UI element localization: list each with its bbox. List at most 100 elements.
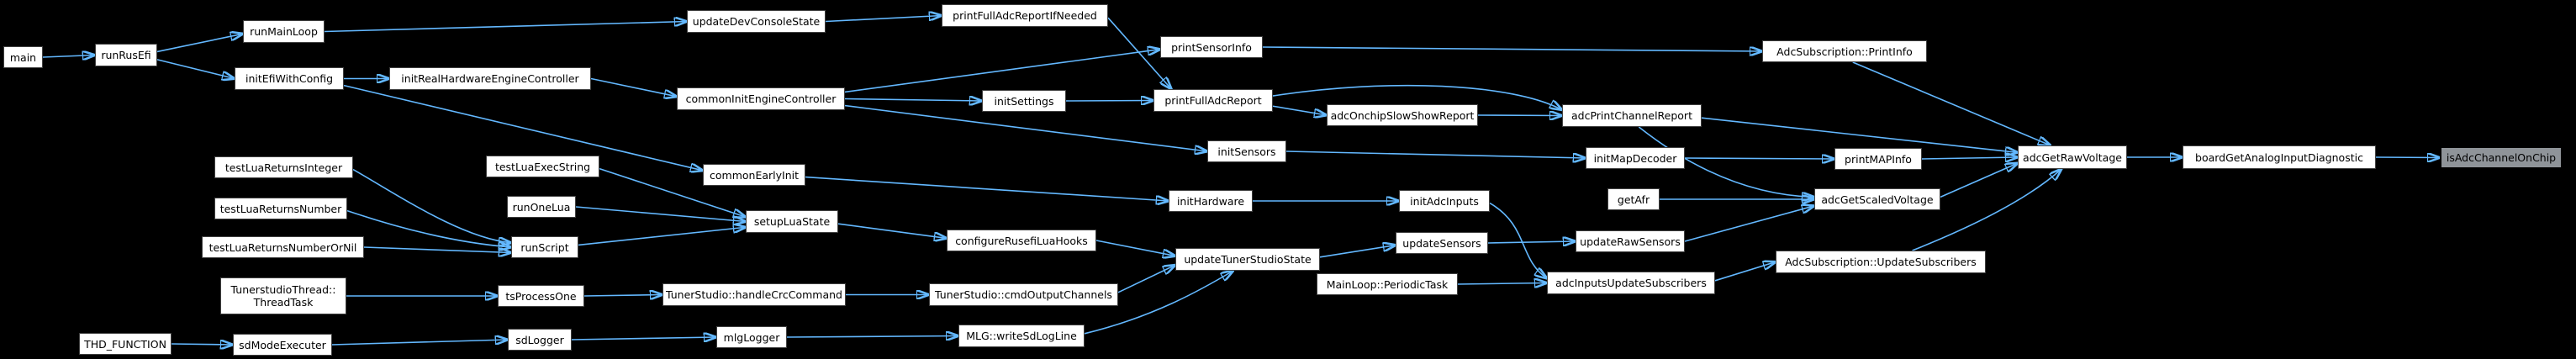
node-initefiwithconfig[interactable]: initEfiWithConfig [235,67,344,90]
node-label: initEfiWithConfig [245,72,334,85]
node-label: runRusEfi [101,49,151,61]
node-sdmodeexecuter[interactable]: sdModeExecuter [233,334,332,356]
node-label: TunerStudio::handleCrcCommand [666,288,842,301]
node-label: sdModeExecuter [239,338,326,351]
node-label: runScript [520,240,569,254]
edge-runonelua--setupluastate [575,206,746,222]
node-label: printFullAdcReportIfNeeded [953,9,1097,22]
node-commoninitenginecontroller[interactable]: commonInitEngineController [677,87,845,110]
node-label: printMAPInfo [1845,152,1912,166]
node-mainloop-periodictask[interactable]: MainLoop::PeriodicTask [1317,273,1458,295]
edge-printmapinfo--adcgetrawvoltage [1921,157,2018,159]
node-label: mlgLogger [723,330,780,344]
node-adcgetrawvoltage[interactable]: adcGetRawVoltage [2018,145,2127,169]
node-initsensors[interactable]: initSensors [1207,140,1286,162]
node-adcsubscription-updatesubscribers[interactable]: AdcSubscription::UpdateSubscribers [1776,251,1986,273]
edge-configurerusefiluahooks--updatetunerstudiostate [1095,240,1175,256]
node-label: isAdcChannelOnChip [2446,151,2557,164]
node-updatedevconsolestate[interactable]: updateDevConsoleState [687,10,826,33]
node-label: runMainLoop [250,25,318,38]
node-initrealhardwareenginecontroller[interactable]: initRealHardwareEngineController [389,67,591,90]
node-label: boardGetAnalogInputDiagnostic [2195,150,2363,164]
node-isadcchannelonchip[interactable]: isAdcChannelOnChip [2440,146,2563,169]
node-label: initHardware [1176,194,1245,208]
node-tunerstudio-cmdoutputchannels[interactable]: TunerStudio::cmdOutputChannels [929,283,1118,306]
node-main[interactable]: main [3,46,43,68]
node-updatesensors[interactable]: updateSensors [1396,232,1488,254]
edge-adcgetscaledvoltage--adcgetrawvoltage [1940,163,2018,198]
edge-testluareturnsnumber--runscript [346,209,511,247]
node-adcprintchannelreport[interactable]: adcPrintChannelReport [1562,104,1702,127]
edge-setupluastate--configurerusefiluahooks [837,223,947,238]
edge-initefiwithconfig--commonearlyinit [343,84,703,171]
node-printmapinfo[interactable]: printMAPInfo [1834,148,1922,170]
edge-adcprintchannelreport--adcgetscaledvoltage [1638,126,1814,197]
edge-runmainloop--updatedevconsolestate [324,22,687,33]
node-label: main [9,50,37,64]
node-adconchipslowshowreport[interactable]: adcOnchipSlowShowReport [1327,104,1478,126]
node-label: updateTunerStudioState [1184,253,1312,266]
edge-printfulladcreport--adcprintchannelreport [1272,84,1562,110]
node-setupluastate[interactable]: setupLuaState [746,210,838,233]
node-inithardware[interactable]: initHardware [1169,190,1253,212]
node-runscript[interactable]: runScript [511,236,578,258]
node-mlglogger[interactable]: mlgLogger [716,326,787,348]
edge-adconchipslowshowreport--adcprintchannelreport [1477,115,1562,116]
node-runrusefi[interactable]: runRusEfi [95,44,157,66]
node-tunerstudiothread-threadtask[interactable]: TunerstudioThread::ThreadTask [220,277,346,314]
node-label: TunerStudio::cmdOutputChannels [935,288,1112,301]
edge-testluareturnsnumberornil--runscript [363,246,511,253]
edge-boardgetanaloginputdiagnostic--isadcchannelonchip [2375,157,2440,158]
node-label: adcInputsUpdateSubscribers [1555,277,1707,289]
node-updaterawsensors[interactable]: updateRawSensors [1576,230,1685,252]
edge-tsprocessone--tunerstudio-handlecrccommand [583,295,662,297]
node-testluareturnsnumber[interactable]: testLuaReturnsNumber [214,198,347,219]
node-label: AdcSubscription::UpdateSubscribers [1785,256,1977,268]
node-initsettings[interactable]: initSettings [982,90,1066,112]
node-printfulladcreportifneeded[interactable]: printFullAdcReportIfNeeded [942,4,1108,27]
node-label: AdcSubscription::PrintInfo [1776,45,1913,58]
node-label: testLuaExecString [494,160,591,173]
node-configurerusefiluahooks[interactable]: configureRusefiLuaHooks [947,230,1096,251]
node-mlg-writesdlogline[interactable]: MLG::writeSdLogLine [958,325,1085,347]
node-printfulladcreport[interactable]: printFullAdcReport [1153,89,1273,112]
node-label: testLuaReturnsNumber [219,202,342,215]
node-boardgetanaloginputdiagnostic[interactable]: boardGetAnalogInputDiagnostic [2183,145,2376,169]
edge-commoninitenginecontroller--initsettings [844,99,982,102]
edge-commoninitenginecontroller--initsensors [844,104,1207,151]
node-label: updateDevConsoleState [692,15,821,28]
node-label: adcOnchipSlowShowReport [1330,108,1475,122]
node-label: updateRawSensors [1580,235,1681,248]
node-commonearlyinit[interactable]: commonEarlyInit [703,164,805,186]
node-testluareturnsinteger[interactable]: testLuaReturnsInteger [214,156,353,178]
edge-printsensorinfo--adcsubscription-printinfo [1262,46,1762,51]
edge-initsettings--printfulladcreport [1065,101,1153,102]
node-initadcinputs[interactable]: initAdcInputs [1399,190,1490,212]
node-runonelua[interactable]: runOneLua [507,196,576,218]
node-updatetunerstudiostate[interactable]: updateTunerStudioState [1175,248,1320,271]
node-adcsubscription-printinfo[interactable]: AdcSubscription::PrintInfo [1762,40,1927,62]
node-testluaexecstring[interactable]: testLuaExecString [486,156,599,177]
node-adcgetscaledvoltage[interactable]: adcGetScaledVoltage [1814,188,1940,210]
node-label: MLG::writeSdLogLine [966,330,1077,342]
node-sdlogger[interactable]: sdLogger [508,329,572,351]
node-getafr[interactable]: getAfr [1607,188,1660,210]
edge-sdmodeexecuter--sdlogger [331,340,508,346]
edge-initrealhardwareenginecontroller--commoninitenginecontroller [590,77,677,97]
edge-adcsubscription-updatesubscribers--adcgetrawvoltage [1912,169,2062,251]
node-thd-function[interactable]: THD_FUNCTION [79,333,172,355]
node-label: adcGetScaledVoltage [1821,193,1934,206]
node-label: adcPrintChannelReport [1571,109,1692,122]
node-runmainloop[interactable]: runMainLoop [243,20,325,43]
edge-commoninitenginecontroller--printsensorinfo [844,50,1160,93]
node-initmapdecoder[interactable]: initMapDecoder [1586,147,1685,169]
node-label: updateSensors [1402,236,1481,250]
node-tunerstudio-handlecrccommand[interactable]: TunerStudio::handleCrcCommand [662,283,846,306]
node-printsensorinfo[interactable]: printSensorInfo [1160,36,1263,58]
edge-initadcinputs--adcinputsupdatesubscribers [1489,202,1547,279]
node-testluareturnsnumberornil[interactable]: testLuaReturnsNumberOrNil [202,236,364,258]
node-adcinputsupdatesubscribers[interactable]: adcInputsUpdateSubscribers [1547,272,1715,294]
node-tsprocessone[interactable]: tsProcessOne [498,285,584,307]
node-label: sdLogger [515,333,564,346]
